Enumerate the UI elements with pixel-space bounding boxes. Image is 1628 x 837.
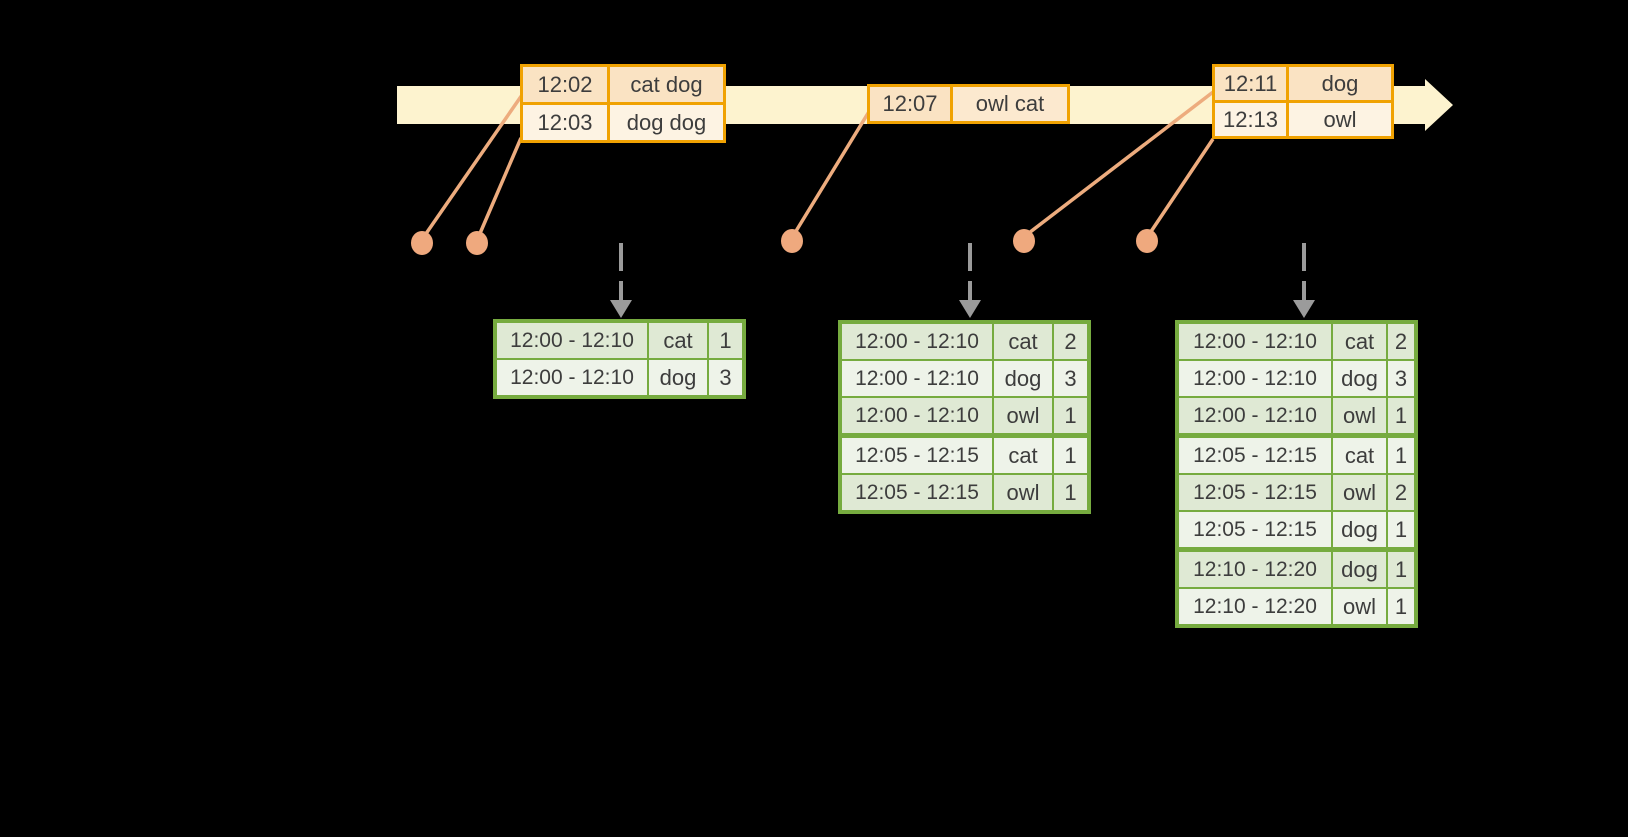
window-cell: 12:05 - 12:15	[1179, 512, 1331, 547]
trigger-arrow-3	[1293, 243, 1315, 318]
event-connector-4	[1023, 87, 1219, 238]
word-cell: dog	[649, 360, 707, 395]
result-row: 12:05 - 12:15 cat 1	[842, 438, 1087, 473]
word-cell: owl	[994, 475, 1052, 510]
result-row: 12:05 - 12:15 cat 1	[1179, 438, 1414, 473]
count-cell: 1	[1388, 512, 1414, 547]
event-time-cell: 12:02	[523, 67, 607, 102]
count-cell: 2	[1388, 324, 1414, 359]
word-cell: cat	[1333, 324, 1386, 359]
window-cell: 12:05 - 12:15	[1179, 475, 1331, 510]
event-words-cell: owl cat	[953, 87, 1067, 121]
count-cell: 3	[709, 360, 742, 395]
event-connector-1	[421, 94, 524, 239]
word-cell: owl	[1333, 475, 1386, 510]
event-words-cell: dog dog	[610, 105, 723, 140]
result-row: 12:00 - 12:10 owl 1	[1179, 398, 1414, 433]
word-cell: cat	[1333, 438, 1386, 473]
timeline-arrowhead-icon	[1425, 79, 1453, 131]
event-row: 12:07 owl cat	[870, 87, 1067, 121]
count-cell: 1	[1388, 552, 1414, 587]
event-time-cell: 12:11	[1215, 67, 1286, 100]
event-row: 12:03 dog dog	[523, 105, 723, 140]
event-row: 12:13 owl	[1215, 103, 1391, 136]
window-cell: 12:00 - 12:10	[1179, 398, 1331, 433]
word-cell: cat	[994, 438, 1052, 473]
result-row: 12:00 - 12:10 owl 1	[842, 398, 1087, 433]
result-row: 12:00 - 12:10 dog 3	[1179, 361, 1414, 396]
window-cell: 12:10 - 12:20	[1179, 552, 1331, 587]
window-cell: 12:00 - 12:10	[842, 361, 992, 396]
window-cell: 12:00 - 12:10	[842, 324, 992, 359]
result-table-2: 12:00 - 12:10 cat 2 12:00 - 12:10 dog 3 …	[838, 320, 1091, 514]
result-row: 12:05 - 12:15 owl 1	[842, 475, 1087, 510]
window-cell: 12:00 - 12:10	[497, 360, 647, 395]
event-row: 12:02 cat dog	[523, 67, 723, 102]
result-table-1: 12:00 - 12:10 cat 1 12:00 - 12:10 dog 3	[493, 319, 746, 399]
word-cell: owl	[1333, 589, 1386, 624]
event-row: 12:11 dog	[1215, 67, 1391, 100]
word-cell: cat	[649, 323, 707, 358]
event-connector-2	[476, 137, 523, 239]
count-cell: 1	[1054, 475, 1087, 510]
word-cell: dog	[1333, 552, 1386, 587]
result-row: 12:10 - 12:20 dog 1	[1179, 552, 1414, 587]
event-words-cell: owl	[1289, 103, 1391, 136]
event-time-cell: 12:13	[1215, 103, 1286, 136]
event-batch-table-3: 12:11 dog 12:13 owl	[1212, 64, 1394, 139]
event-connector-3	[791, 109, 872, 237]
result-row: 12:10 - 12:20 owl 1	[1179, 589, 1414, 624]
count-cell: 1	[1388, 398, 1414, 433]
count-cell: 1	[709, 323, 742, 358]
count-cell: 2	[1388, 475, 1414, 510]
result-row: 12:05 - 12:15 dog 1	[1179, 512, 1414, 547]
event-time-cell: 12:03	[523, 105, 607, 140]
window-cell: 12:00 - 12:10	[842, 398, 992, 433]
event-words-cell: dog	[1289, 67, 1391, 100]
count-cell: 2	[1054, 324, 1087, 359]
count-cell: 1	[1388, 589, 1414, 624]
window-cell: 12:05 - 12:15	[1179, 438, 1331, 473]
word-cell: dog	[1333, 361, 1386, 396]
window-cell: 12:00 - 12:10	[1179, 324, 1331, 359]
event-batch-table-1: 12:02 cat dog 12:03 dog dog	[520, 64, 726, 143]
event-connector-5	[1146, 138, 1215, 237]
trigger-arrow-1	[610, 243, 632, 318]
word-cell: owl	[994, 398, 1052, 433]
result-row: 12:05 - 12:15 owl 2	[1179, 475, 1414, 510]
result-row: 12:00 - 12:10 cat 2	[842, 324, 1087, 359]
count-cell: 3	[1054, 361, 1087, 396]
word-cell: dog	[1333, 512, 1386, 547]
window-cell: 12:10 - 12:20	[1179, 589, 1331, 624]
word-cell: owl	[1333, 398, 1386, 433]
word-cell: cat	[994, 324, 1052, 359]
result-row: 12:00 - 12:10 cat 1	[497, 323, 742, 358]
result-table-3: 12:00 - 12:10 cat 2 12:00 - 12:10 dog 3 …	[1175, 320, 1418, 628]
event-dot-2	[466, 231, 488, 255]
count-cell: 1	[1388, 438, 1414, 473]
word-cell: dog	[994, 361, 1052, 396]
event-dot-3	[781, 229, 803, 253]
event-dot-1	[411, 231, 433, 255]
window-cell: 12:00 - 12:10	[1179, 361, 1331, 396]
result-row: 12:00 - 12:10 cat 2	[1179, 324, 1414, 359]
count-cell: 1	[1054, 398, 1087, 433]
window-cell: 12:05 - 12:15	[842, 475, 992, 510]
result-row: 12:00 - 12:10 dog 3	[497, 360, 742, 395]
event-batch-table-2: 12:07 owl cat	[867, 84, 1070, 124]
count-cell: 1	[1054, 438, 1087, 473]
event-dot-4	[1013, 229, 1035, 253]
trigger-arrow-2	[959, 243, 981, 318]
window-cell: 12:05 - 12:15	[842, 438, 992, 473]
event-words-cell: cat dog	[610, 67, 723, 102]
event-time-cell: 12:07	[870, 87, 950, 121]
count-cell: 3	[1388, 361, 1414, 396]
window-cell: 12:00 - 12:10	[497, 323, 647, 358]
result-row: 12:00 - 12:10 dog 3	[842, 361, 1087, 396]
event-dot-5	[1136, 229, 1158, 253]
